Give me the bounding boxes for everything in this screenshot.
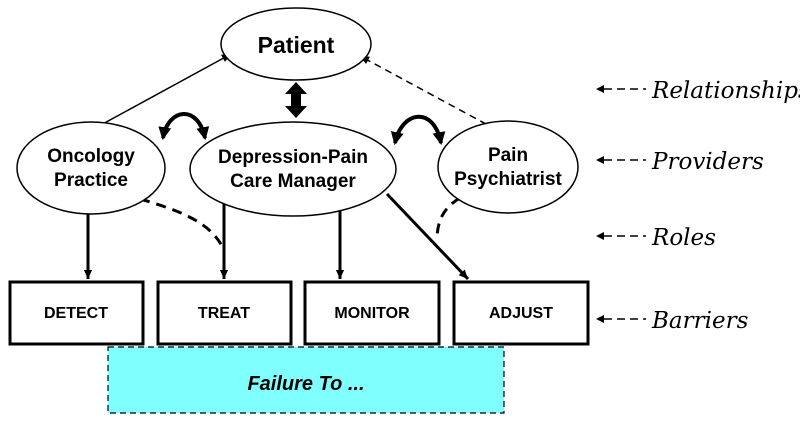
legend-roles: Roles bbox=[596, 225, 716, 251]
psychiatrist-label-line1: Pain bbox=[488, 145, 528, 166]
treat-box bbox=[156, 280, 293, 346]
failure-to-bar bbox=[107, 346, 505, 414]
oncology-care-manager-curved-arrow bbox=[158, 112, 210, 141]
oncology-to-patient-arrow bbox=[87, 53, 232, 133]
legend-providers: Providers bbox=[596, 149, 764, 175]
legend-barriers-label: Barriers bbox=[651, 308, 749, 334]
detect-label: DETECT bbox=[44, 305, 108, 322]
treat-label: TREAT bbox=[198, 305, 250, 322]
patient-node bbox=[220, 7, 372, 81]
adjust-label: ADJUST bbox=[489, 305, 553, 322]
monitor-box bbox=[303, 280, 441, 346]
oncology-practice-node bbox=[16, 121, 166, 215]
care-manager-node bbox=[189, 121, 397, 217]
legend-relationships: Relationships bbox=[596, 78, 800, 104]
failure-to-label: Failure To ... bbox=[247, 373, 364, 395]
oncology-label-line1: Oncology bbox=[47, 146, 135, 167]
legend-roles-label: Roles bbox=[651, 225, 716, 251]
oncology-label-line2: Practice bbox=[54, 170, 128, 191]
adjust-box bbox=[452, 280, 590, 346]
patient-care-manager-bidirectional-arrow bbox=[285, 82, 307, 118]
psychiatrist-to-patient-dashed-arrow bbox=[359, 55, 498, 131]
psychiatrist-to-monitor-dashed-link bbox=[435, 196, 461, 241]
legend-barriers: Barriers bbox=[596, 308, 749, 334]
care-manager-label-line2: Care Manager bbox=[230, 171, 356, 192]
legend-relationships-label: Relationships bbox=[651, 78, 800, 104]
detect-box bbox=[8, 280, 145, 346]
psychiatrist-label-line2: Psychiatrist bbox=[454, 169, 562, 190]
oncology-to-treat-dashed-link bbox=[139, 197, 226, 251]
care-manager-psychiatrist-curved-arrow bbox=[390, 114, 446, 146]
pain-psychiatrist-node bbox=[437, 120, 579, 214]
monitor-label: MONITOR bbox=[334, 305, 410, 322]
care-manager-label-line1: Depression-Pain bbox=[218, 147, 368, 168]
patient-label: Patient bbox=[258, 32, 335, 58]
legend-providers-label: Providers bbox=[651, 149, 764, 175]
care-manager-to-adjust-arrow bbox=[385, 192, 470, 281]
